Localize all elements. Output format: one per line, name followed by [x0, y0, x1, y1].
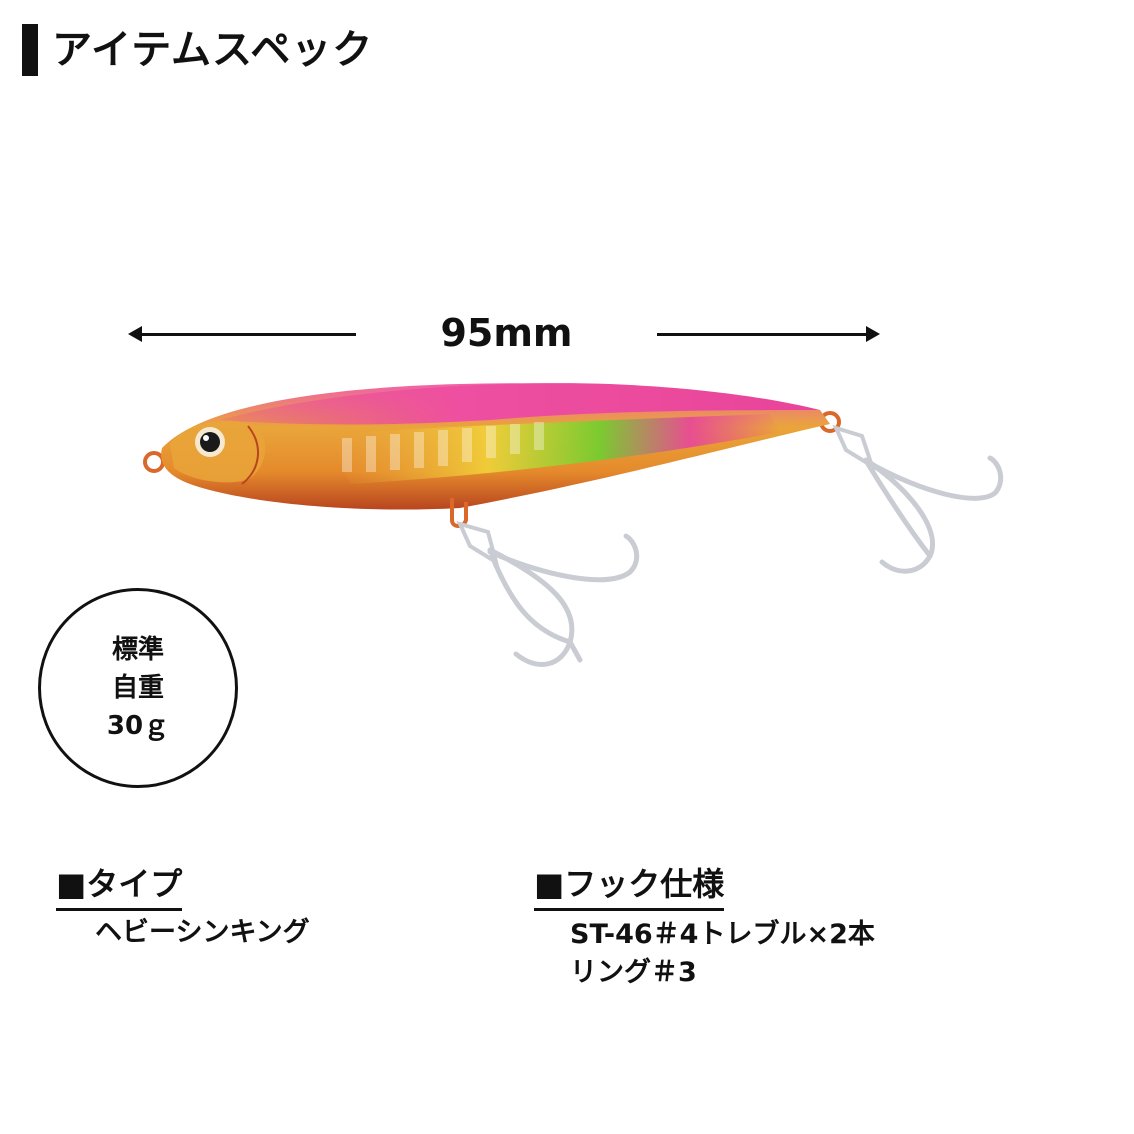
arrow-right-icon	[866, 326, 880, 342]
lure-side-stripe	[330, 414, 780, 484]
lure-eye-pupil	[200, 432, 220, 452]
lure-scale-pattern	[342, 422, 544, 472]
lure-image	[143, 383, 1004, 667]
hook-spec-heading: ■フック仕様	[534, 862, 725, 911]
line-eye-front	[143, 451, 165, 473]
length-label: 95mm	[440, 311, 573, 355]
weight-label-line1: 標準	[111, 635, 164, 665]
lure-eye-highlight	[203, 435, 209, 441]
lure-back	[220, 383, 820, 425]
hook-spec-value: ST-46＃4トレブル×2本	[570, 919, 875, 950]
ring-spec-value: リング＃3	[570, 957, 697, 988]
treble-hook-belly	[456, 520, 640, 667]
dimension-line-right	[657, 333, 871, 336]
length-dimension: 95mm	[0, 300, 1134, 370]
treble-hook-tail	[832, 424, 1004, 574]
weight-value: 30ｇ	[106, 711, 170, 741]
weight-badge: 標準 自重 30ｇ	[38, 588, 238, 788]
dimension-line-left	[134, 333, 356, 336]
lure-gill-line	[241, 425, 260, 485]
line-eye-belly	[450, 498, 468, 528]
title-accent-bar	[22, 24, 38, 76]
page-title: アイテムスペック	[52, 27, 374, 73]
type-value: ヘビーシンキング	[95, 917, 310, 948]
type-heading: ■タイプ	[56, 862, 183, 911]
weight-label-line2: 自重	[111, 673, 164, 703]
